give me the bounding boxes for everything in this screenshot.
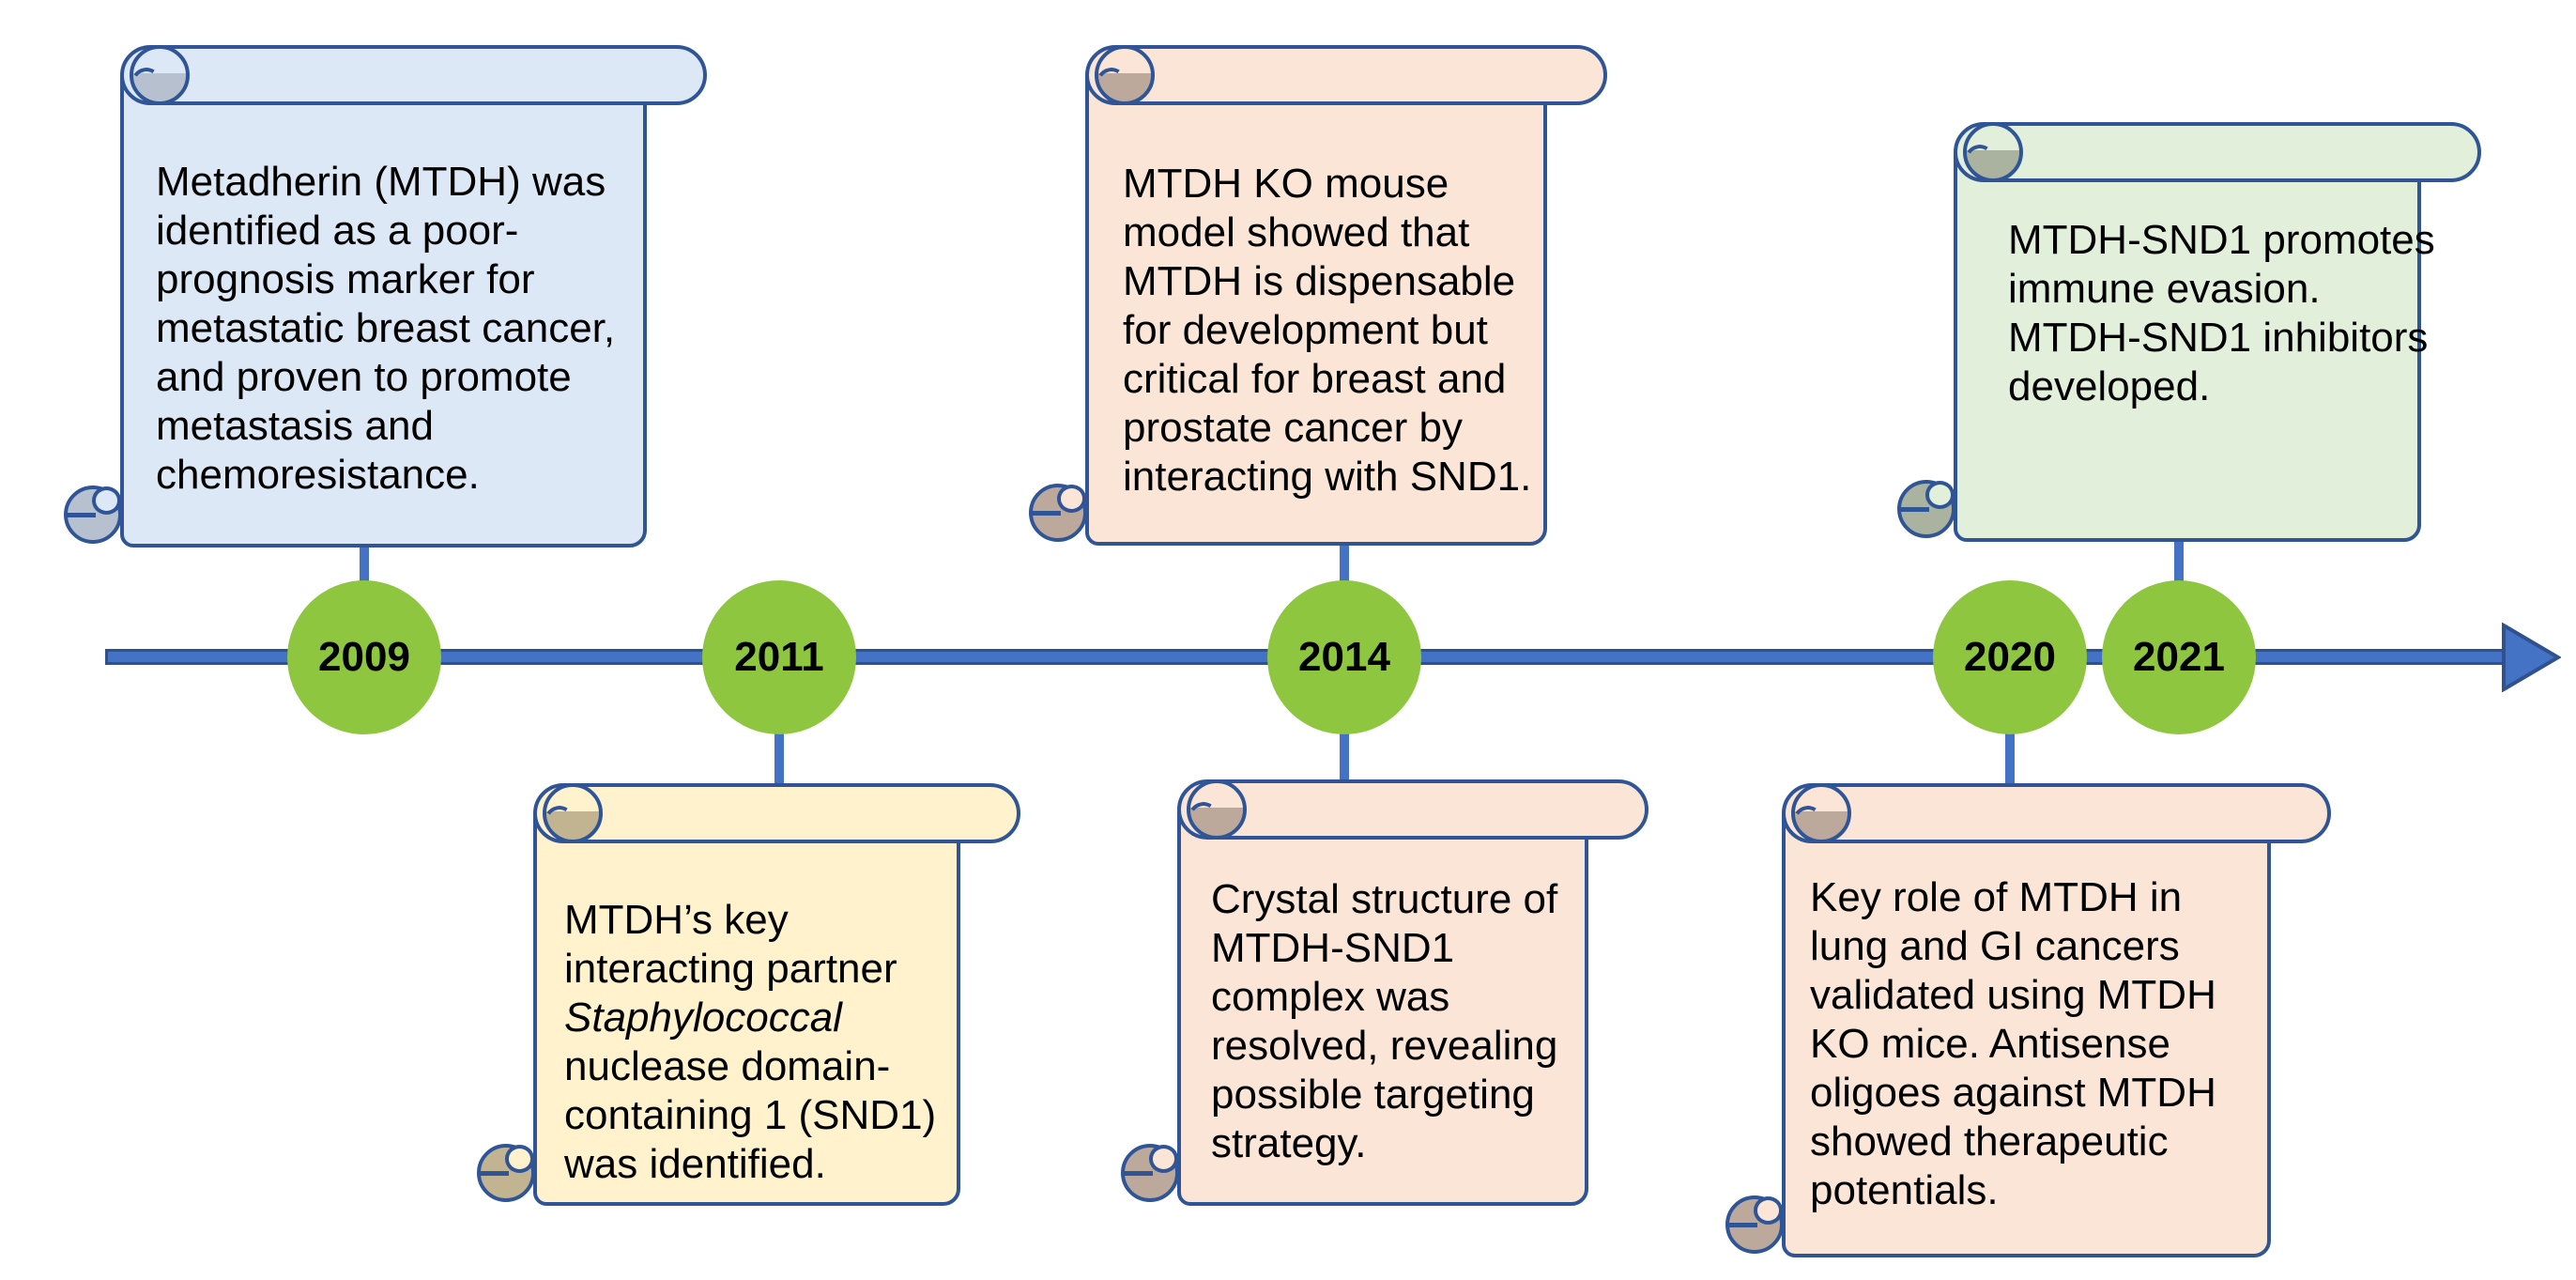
year-marker-2011: 2011 bbox=[702, 580, 856, 734]
scroll-bottom-curl-icon bbox=[1897, 480, 1955, 538]
scroll-roll bbox=[533, 783, 1020, 843]
scroll-callout-2011: MTDH’s key interacting partner Staphyloc… bbox=[477, 783, 1020, 1206]
scroll-bottom-curl-icon bbox=[1029, 484, 1087, 542]
scroll-bottom-curl-icon bbox=[477, 1144, 535, 1202]
connector-2011 bbox=[774, 723, 784, 796]
scroll-top-curl-icon bbox=[1187, 779, 1247, 840]
scroll-roll bbox=[120, 45, 707, 105]
scroll-bottom-curl-icon bbox=[1725, 1195, 1784, 1254]
scroll-roll bbox=[1085, 45, 1607, 105]
scroll-roll bbox=[1177, 779, 1648, 840]
scroll-body bbox=[1085, 73, 1547, 546]
connector-2021 bbox=[2174, 515, 2184, 594]
scroll-body bbox=[1782, 811, 2271, 1257]
arrowhead-triangle bbox=[2502, 623, 2561, 692]
connector-2014-top bbox=[1340, 519, 1349, 592]
year-marker-2020: 2020 bbox=[1933, 580, 2087, 734]
scroll-text-2021: MTDH-SND1 promotes immune evasion. MTDH-… bbox=[2008, 216, 2440, 411]
scroll-callout-2009: Metadherin (MTDH) was identified as a po… bbox=[64, 45, 707, 547]
year-label: 2020 bbox=[1964, 634, 2056, 680]
year-marker-2021: 2021 bbox=[2102, 580, 2256, 734]
scroll-callout-2014-bottom: Crystal structure of MTDH-SND1 complex w… bbox=[1121, 779, 1648, 1206]
scroll-text-2011-italic: Staphylococcal bbox=[564, 995, 842, 1041]
year-marker-2014: 2014 bbox=[1267, 580, 1421, 734]
year-label: 2011 bbox=[734, 634, 824, 680]
scroll-body bbox=[120, 73, 647, 547]
scroll-top-curl-icon bbox=[130, 45, 190, 105]
scroll-top-curl-icon bbox=[1095, 45, 1155, 105]
scroll-text-2020: Key role of MTDH in lung and GI cancers … bbox=[1810, 874, 2216, 1213]
scroll-text-2011-post: nuclease domain-containing 1 (SND1) was … bbox=[564, 1043, 937, 1187]
year-marker-2009: 2009 bbox=[287, 580, 441, 734]
scroll-body bbox=[1177, 808, 1588, 1206]
scroll-text-2014-bottom: Crystal structure of MTDH-SND1 complex w… bbox=[1211, 876, 1558, 1166]
connector-2020 bbox=[2005, 723, 2015, 796]
connector-2014-bottom bbox=[1340, 723, 1349, 791]
timeline-arrowhead-icon bbox=[2502, 623, 2561, 692]
scroll-text-2009: Metadherin (MTDH) was identified as a po… bbox=[156, 159, 616, 498]
scroll-text-2021-line2: MTDH-SND1 inhibitors developed. bbox=[2008, 315, 2429, 409]
year-label: 2021 bbox=[2133, 634, 2225, 680]
year-label: 2009 bbox=[318, 634, 410, 680]
scroll-top-curl-icon bbox=[1963, 122, 2023, 182]
scroll-text-2021-line1: MTDH-SND1 promotes immune evasion. bbox=[2008, 217, 2435, 312]
scroll-text-2011: MTDH’s key interacting partner Staphyloc… bbox=[564, 896, 966, 1189]
scroll-callout-2020: Key role of MTDH in lung and GI cancers … bbox=[1725, 783, 2331, 1257]
scroll-callout-2014-top: MTDH KO mouse model showed that MTDH is … bbox=[1029, 45, 1607, 546]
scroll-bottom-curl-icon bbox=[1121, 1144, 1179, 1202]
scroll-bottom-curl-icon bbox=[64, 486, 122, 544]
scroll-roll bbox=[1954, 122, 2481, 182]
scroll-top-curl-icon bbox=[543, 783, 603, 843]
connector-2009 bbox=[360, 524, 369, 592]
scroll-top-curl-icon bbox=[1791, 783, 1851, 843]
scroll-text-2011-pre: MTDH’s key interacting partner bbox=[564, 897, 897, 992]
scroll-text-2014-top: MTDH KO mouse model showed that MTDH is … bbox=[1123, 161, 1532, 500]
year-label: 2014 bbox=[1298, 634, 1390, 680]
scroll-roll bbox=[1782, 783, 2331, 843]
scroll-callout-2021: MTDH-SND1 promotes immune evasion. MTDH-… bbox=[1897, 122, 2481, 542]
scroll-body bbox=[533, 811, 960, 1206]
